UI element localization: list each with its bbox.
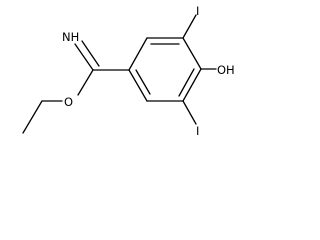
bond-carbon-to-oxygen <box>77 69 94 96</box>
ring-bond-6 <box>128 37 148 71</box>
ring-bond-5-inner <box>135 69 151 95</box>
benzene-ring <box>128 37 202 102</box>
iodine-bottom-label: I <box>196 124 199 138</box>
bond-imine-double-1 <box>74 43 94 71</box>
ring-bond-3-inner <box>178 68 195 97</box>
bond-iodine-bottom <box>182 100 197 125</box>
bond-imine-double-2 <box>81 40 100 67</box>
hydroxyl-label: OH <box>217 63 235 77</box>
chemical-structure: NH O OH I I <box>22 4 235 138</box>
bond-iodine-top <box>182 14 197 39</box>
iodine-top-label: I <box>196 4 199 18</box>
bond-ch2-to-ch3 <box>22 100 43 134</box>
ester-oxygen-label: O <box>64 95 73 109</box>
ring-bond-3 <box>182 68 202 102</box>
ring-bond-2 <box>182 37 202 70</box>
ring-bond-5 <box>128 69 148 102</box>
imine-label: NH <box>62 30 79 44</box>
